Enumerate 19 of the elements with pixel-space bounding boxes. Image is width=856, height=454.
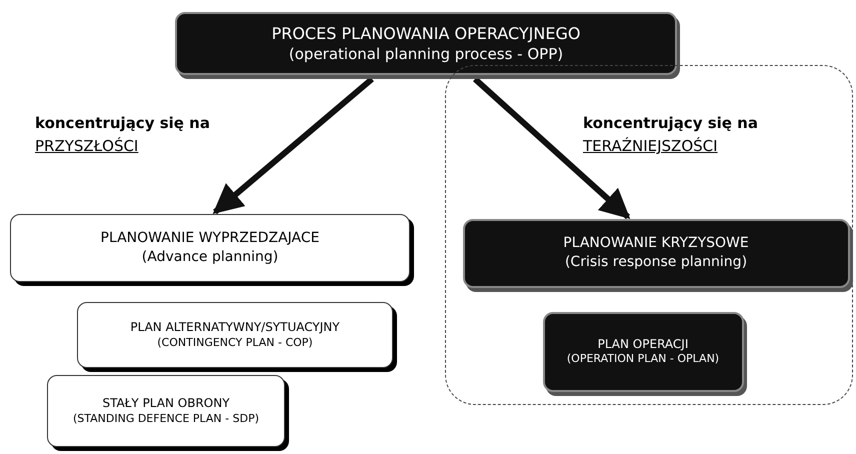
node-subtitle: (OPERATION PLAN - OPLAN) xyxy=(566,352,720,368)
node-subtitle: (operational planning process - OPP) xyxy=(288,44,564,64)
node-title: STAŁY PLAN OBRONY xyxy=(102,395,230,412)
arrow xyxy=(472,76,630,220)
arrow xyxy=(212,76,374,214)
dashed-region xyxy=(445,65,853,405)
node-title: PROCES PLANOWANIA OPERACYJNEGO xyxy=(272,22,580,44)
node-subtitle: (Advance planning) xyxy=(142,248,278,267)
node-subtitle: (CONTINGENCY PLAN - COP) xyxy=(157,336,313,351)
note-text: koncentrujący się na xyxy=(35,114,210,132)
node-title: PLANOWANIE WYPRZEDZAJACE xyxy=(100,229,320,248)
focus-label: TERAŹNIEJSZOŚCI xyxy=(583,137,718,155)
node-title: PLAN ALTERNATYWNY/SYTUACYJNY xyxy=(130,319,340,336)
node-title: PLAN OPERACJI xyxy=(598,336,688,352)
node-subtitle: (Crisis response planning) xyxy=(564,253,748,272)
node-title: PLANOWANIE KRYZYSOWE xyxy=(563,234,749,253)
note-text: koncentrujący się na xyxy=(583,114,758,132)
node-subtitle: (STANDING DEFENCE PLAN - SDP) xyxy=(72,412,260,427)
focus-label: PRZYSZŁOŚCI xyxy=(35,137,138,155)
